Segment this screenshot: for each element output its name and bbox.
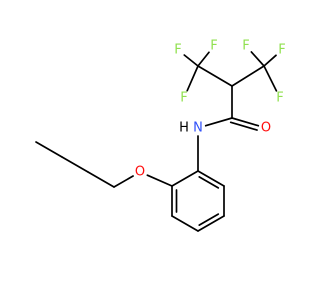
bond-C5-C6	[171, 185, 178, 217]
bond-line	[197, 215, 225, 232]
atom-O2: O	[259, 121, 273, 136]
atom-label-background	[191, 121, 205, 135]
atom-F5: F	[275, 43, 289, 58]
bond-line	[113, 175, 134, 188]
bond-C14-F5	[263, 54, 277, 67]
bond-line	[35, 141, 63, 158]
bond-C12-C14	[231, 65, 265, 87]
atom-label-f: F	[276, 91, 283, 106]
bond-C13-F2	[197, 51, 210, 67]
atom-label-f: F	[210, 39, 217, 54]
bond-C4-O1	[113, 175, 134, 188]
bond-C3-C4	[87, 171, 115, 188]
bond-C6-C7	[171, 215, 199, 232]
bond-C10-C5	[171, 170, 199, 187]
atom-label-background	[177, 91, 191, 105]
atom-label-f: F	[174, 43, 181, 58]
atom-label-background	[207, 39, 221, 53]
bond-C13-F3	[186, 65, 199, 92]
atom-F6: F	[273, 91, 287, 106]
bonds-layer	[35, 51, 278, 232]
atom-F1: F	[171, 43, 185, 58]
bond-C2-C3	[61, 156, 89, 173]
bond-C14-F4	[250, 51, 265, 67]
bond-C7-C8	[197, 213, 225, 232]
atom-H1: H	[177, 121, 191, 136]
atom-label-o: O	[135, 165, 145, 180]
bond-C14-F6	[263, 65, 278, 92]
bond-C1-C2	[35, 141, 63, 158]
atom-O1: O	[133, 165, 147, 180]
bond-line	[197, 65, 233, 87]
atom-N1: N	[191, 121, 205, 136]
bond-C12-C13	[197, 65, 233, 87]
atom-label-background	[239, 39, 253, 53]
atom-label-f: F	[278, 43, 285, 58]
atom-label-background	[177, 121, 191, 135]
bond-C9-C10	[197, 170, 225, 189]
bond-line	[197, 51, 210, 67]
bond-line	[197, 170, 225, 187]
bond-line	[263, 65, 278, 92]
bond-line	[231, 117, 260, 127]
atom-label-background	[273, 91, 287, 105]
atom-label-background	[171, 43, 185, 57]
atom-label-background	[275, 43, 289, 57]
bond-line	[250, 51, 265, 67]
bond-line	[183, 54, 199, 67]
bond-line	[146, 174, 173, 187]
bond-line	[231, 65, 265, 87]
atom-F4: F	[239, 39, 253, 54]
bond-line	[229, 121, 258, 131]
bond-O1-C5	[146, 174, 173, 187]
bond-line	[87, 171, 115, 188]
atom-label-n: N	[193, 121, 203, 136]
bond-C13-F1	[183, 54, 199, 67]
atom-label-f: F	[242, 39, 249, 54]
atom-label-o: O	[261, 121, 271, 136]
bond-N1-C11	[204, 117, 233, 127]
bond-line	[204, 117, 233, 127]
bond-line	[171, 215, 199, 232]
atom-label-background	[133, 165, 147, 179]
atom-label-h: H	[179, 121, 189, 136]
bond-line	[263, 54, 277, 67]
bond-line	[171, 170, 199, 187]
bond-C11-O2	[229, 117, 260, 131]
atom-label-background	[259, 121, 273, 135]
atom-F3: F	[177, 91, 191, 106]
atom-F2: F	[207, 39, 221, 54]
bond-line	[198, 176, 220, 189]
bond-line	[186, 65, 199, 92]
atom-label-f: F	[180, 91, 187, 106]
bond-line	[198, 213, 220, 226]
bond-line	[61, 156, 89, 173]
